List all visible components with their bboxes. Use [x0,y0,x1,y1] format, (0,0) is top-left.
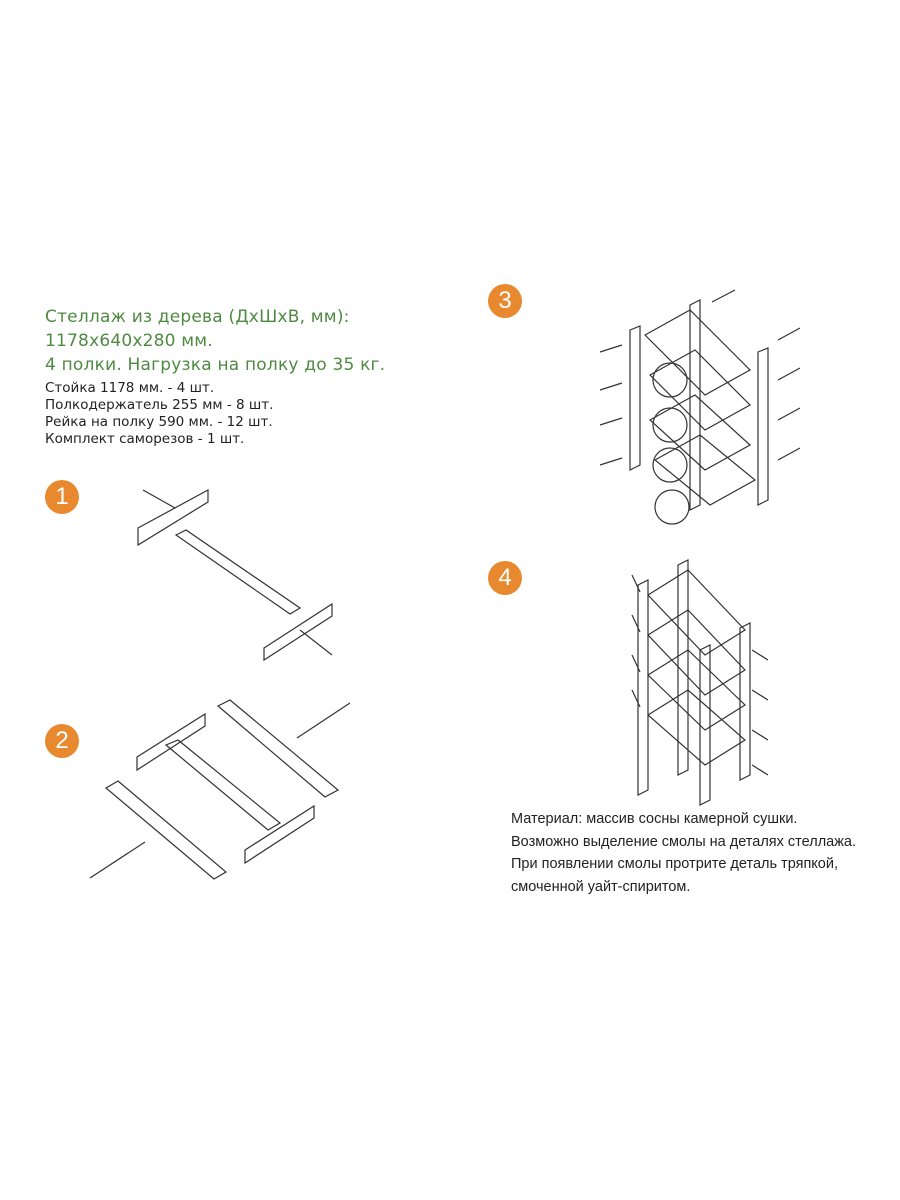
parts-item: Полкодержатель 255 мм - 8 шт. [45,397,274,413]
step3-diagram [599,289,801,525]
step1-diagram [137,488,333,662]
step2-diagram [89,699,351,880]
step-badge-1: 1 [45,480,79,514]
material-note: Материал: массив сосны камерной сушки. В… [511,808,856,898]
title-line: 1178х640х280 мм. [45,331,213,351]
parts-item: Комплект саморезов - 1 шт. [45,431,245,447]
note-line: смоченной уайт-спиритом. [511,878,691,895]
step-badge-3: 3 [488,284,522,318]
parts-list: Стойка 1178 мм. - 4 шт. Полкодержатель 2… [45,380,273,448]
step-badge-2: 2 [45,724,79,758]
product-title: Стеллаж из дерева (ДхШхВ, мм): 1178х640х… [45,305,385,377]
note-line: Материал: массив сосны камерной сушки. [511,811,798,827]
step4-diagram [631,559,769,806]
title-line: Стеллаж из дерева (ДхШхВ, мм): [45,307,350,327]
parts-item: Стойка 1178 мм. - 4 шт. [45,380,215,396]
step-badge-4: 4 [488,561,522,595]
parts-item: Рейка на полку 590 мм. - 12 шт. [45,414,273,430]
note-line: При появлении смолы протрите деталь тряп… [511,856,839,872]
note-line: Возможно выделение смолы на деталях стел… [511,833,857,850]
title-line: 4 полки. Нагрузка на полку до 35 кг. [45,355,386,375]
